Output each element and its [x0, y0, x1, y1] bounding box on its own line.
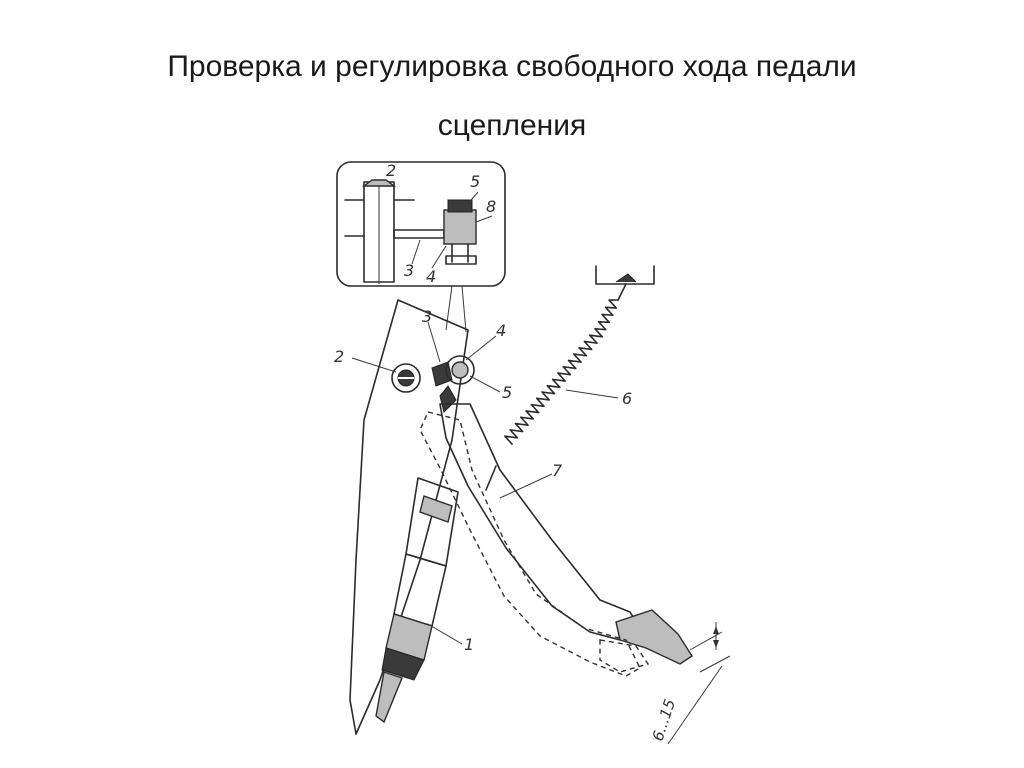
pedal-lever: [439, 403, 641, 641]
pedal-switch: [431, 355, 475, 413]
callout-6: 6: [622, 389, 632, 408]
callout-5: 5: [502, 383, 512, 402]
inset-switch: [443, 209, 477, 245]
inset-label-8: 8: [486, 197, 496, 216]
return-spring: [485, 265, 655, 491]
pedal-bracket: [349, 299, 469, 735]
callout-3: 3: [422, 307, 432, 326]
bracket-bolt: [391, 363, 421, 393]
callout-7: 7: [552, 461, 563, 480]
master-cylinder: [375, 477, 459, 724]
inset-label-2: 2: [386, 161, 396, 180]
pedal-lever-pressed: [419, 411, 641, 677]
title-line-2: сцепления: [437, 109, 587, 142]
inset-rod: [393, 229, 445, 239]
inset-label-3: 3: [404, 261, 414, 280]
title-line-1: Проверка и регулировка свободного хода п…: [167, 50, 857, 83]
dimension-label: 6...15: [649, 697, 679, 743]
callout-4: 4: [496, 321, 506, 340]
inset-frame: [336, 161, 506, 287]
inset-label-5: 5: [470, 172, 480, 191]
pedal-pad: [615, 609, 693, 665]
inset-label-4: 4: [426, 267, 436, 286]
callout-1: 1: [464, 635, 474, 654]
inset-detail: 2 5 8 3 4: [336, 161, 506, 287]
callout-2: 2: [334, 347, 344, 366]
